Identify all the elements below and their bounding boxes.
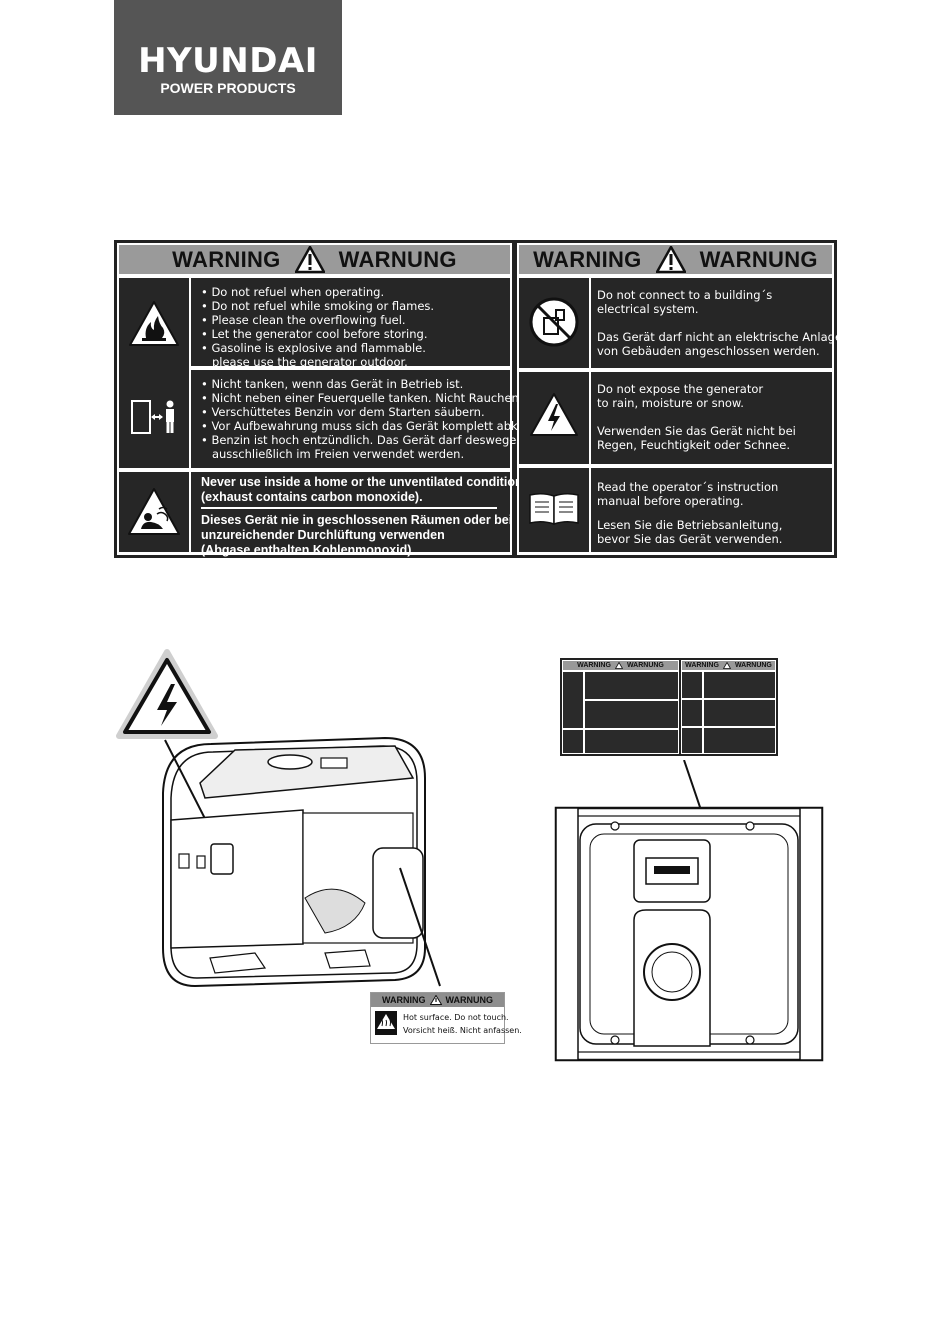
no-connection-icon bbox=[529, 297, 579, 347]
mini-header-de-right: WARNUNG bbox=[734, 662, 772, 669]
right-icon-cell-3 bbox=[519, 468, 589, 552]
right-header-de: WARNUNG bbox=[699, 246, 818, 272]
read-manual-icon bbox=[529, 492, 579, 526]
right-icon-cell-1 bbox=[519, 278, 589, 368]
fire-hazard-icon bbox=[129, 301, 179, 346]
left-icon-cell-co bbox=[119, 472, 189, 552]
hot-surface-label: WARNING WARNUNG Hot surface. Do not touc… bbox=[370, 992, 522, 1044]
right-header-en: WARNING bbox=[533, 246, 642, 272]
mini-header-de: WARNUNG bbox=[626, 662, 664, 669]
moisture-warning-de: Verwenden Sie das Gerät nicht bei Regen,… bbox=[597, 424, 796, 452]
right-icon-cell-2 bbox=[519, 372, 589, 464]
right-warning-frame: WARNING WARNUNG Do not connect to a buil… bbox=[517, 243, 849, 555]
right-text-cell-2: Do not expose the generator to rain, moi… bbox=[591, 372, 832, 464]
fuel-warning-en: • Do not refuel when operating. • Do not… bbox=[201, 285, 435, 369]
read-manual-de: Lesen Sie die Betriebsanleitung, bevor S… bbox=[597, 518, 783, 546]
hot-label-text-en: Hot surface. Do not touch. bbox=[403, 1013, 509, 1022]
mini-header-en-right: WARNING bbox=[685, 662, 719, 669]
co-warning-en: Never use inside a home or the unventila… bbox=[201, 475, 523, 504]
warning-triangle-icon bbox=[294, 246, 325, 273]
left-icon-cell-fuel bbox=[119, 278, 189, 468]
left-header-en: WARNING bbox=[172, 246, 281, 272]
left-text-cell-en: • Do not refuel when operating. • Do not… bbox=[191, 278, 510, 369]
logo-subtitle: POWER PRODUCTS bbox=[160, 80, 296, 96]
right-text-cell-3: Read the operator´s instruction manual b… bbox=[591, 468, 832, 552]
warning-triangle-icon bbox=[722, 662, 731, 669]
mini-right-header: WARNING WARNUNG bbox=[682, 661, 775, 670]
warning-label-panel: WARNING WARNUNG bbox=[114, 240, 849, 558]
read-manual-en: Read the operator´s instruction manual b… bbox=[597, 480, 779, 508]
left-text-cell-de: • Nicht tanken, wenn das Gerät in Betrie… bbox=[191, 370, 553, 468]
warning-triangle-icon bbox=[614, 662, 623, 669]
generator-illustration bbox=[116, 649, 441, 988]
hot-label-header-en: WARNING bbox=[382, 995, 426, 1005]
hot-label-header: WARNING WARNUNG bbox=[371, 993, 504, 1007]
generator-top-view-illustration bbox=[554, 760, 824, 1062]
fuel-warning-de: • Nicht tanken, wenn das Gerät in Betrie… bbox=[201, 377, 553, 461]
building-connection-de: Das Gerät darf nicht an elektrische Anla… bbox=[597, 330, 850, 358]
hot-surface-icon bbox=[375, 1011, 397, 1035]
hyundai-logo: HYUNDAI POWER PRODUCTS bbox=[114, 0, 342, 115]
building-connection-en: Do not connect to a building´s electrica… bbox=[597, 288, 773, 316]
left-warning-header: WARNING WARNUNG bbox=[119, 245, 510, 274]
warning-triangle-icon bbox=[429, 995, 442, 1005]
warning-triangle-icon bbox=[655, 246, 686, 273]
mini-right-frame: WARNING WARNUNG bbox=[681, 660, 776, 754]
hot-label-text-de: Vorsicht heiß. Nicht anfassen. bbox=[403, 1026, 522, 1035]
mini-left-frame: WARNING WARNUNG bbox=[562, 660, 679, 754]
mini-header-en: WARNING bbox=[577, 662, 611, 669]
exit-outdoor-icon bbox=[131, 400, 174, 434]
right-text-cell-1: Do not connect to a building´s electrica… bbox=[591, 278, 849, 368]
left-header-de: WARNUNG bbox=[338, 246, 457, 272]
moisture-warning-en: Do not expose the generator to rain, moi… bbox=[597, 382, 764, 410]
mini-left-header: WARNING WARNUNG bbox=[563, 661, 678, 670]
left-text-cell-co: Never use inside a home or the unventila… bbox=[191, 472, 523, 557]
co-divider bbox=[201, 507, 497, 509]
carbon-monoxide-icon bbox=[128, 488, 180, 535]
left-warning-frame: WARNING WARNUNG bbox=[117, 243, 553, 557]
mini-warning-label: WARNING WARNUNG WARNING WARNUNG bbox=[560, 658, 778, 756]
hot-label-header-de: WARNUNG bbox=[445, 995, 494, 1005]
co-warning-de: Dieses Gerät nie in geschlossenen Räumen… bbox=[201, 513, 513, 557]
right-warning-header: WARNING WARNUNG bbox=[519, 245, 832, 274]
logo-brand: HYUNDAI bbox=[138, 41, 318, 81]
electric-shock-icon bbox=[530, 393, 578, 436]
